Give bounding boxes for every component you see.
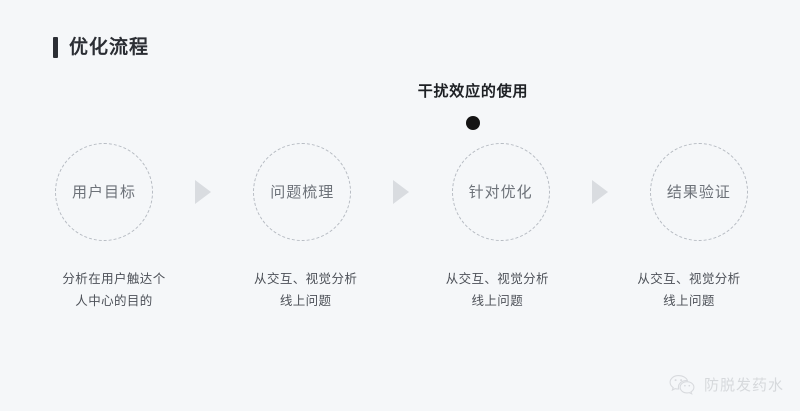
step-captions: 分析在用户触达个 人中心的目的 从交互、视觉分析 线上问题 从交互、视觉分析 线…: [34, 268, 769, 312]
step-caption-4-line1: 从交互、视觉分析: [637, 271, 741, 286]
header-accent-bar: [53, 37, 58, 58]
wechat-icon: [669, 374, 695, 396]
flow-step-4[interactable]: 结果验证: [649, 143, 749, 241]
step-label-4: 结果验证: [666, 182, 731, 201]
process-flow: 用户目标 问题梳理 针对优化 结果验证: [54, 143, 749, 241]
step-caption-3: 从交互、视觉分析 线上问题: [417, 268, 577, 312]
page-header: 优化流程: [53, 37, 149, 58]
flow-step-1[interactable]: 用户目标: [54, 143, 154, 241]
flow-arrow-icon-1: [192, 177, 214, 207]
step-circle-4[interactable]: 结果验证: [649, 143, 748, 241]
step-circle-1[interactable]: 用户目标: [55, 143, 153, 241]
step-caption-3-line2: 线上问题: [471, 292, 524, 308]
flow-arrow-icon-3: [589, 177, 611, 207]
step-caption-2-line2: 线上问题: [279, 292, 332, 308]
wechat-watermark: 防脱发药水: [669, 374, 784, 396]
callout-dot-marker: [466, 116, 480, 130]
step-circle-2[interactable]: 问题梳理: [253, 143, 352, 241]
step-caption-2: 从交互、视觉分析 线上问题: [226, 268, 386, 312]
step-circle-3[interactable]: 针对优化: [451, 143, 550, 241]
flow-step-2[interactable]: 问题梳理: [252, 143, 352, 241]
step-caption-4: 从交互、视觉分析 线上问题: [609, 268, 769, 312]
flow-arrow-icon-2: [390, 177, 412, 207]
step-label-3: 针对优化: [468, 182, 533, 201]
step-label-1: 用户目标: [71, 182, 136, 201]
step-label-2: 问题梳理: [270, 182, 335, 201]
step-caption-1: 分析在用户触达个 人中心的目的: [34, 268, 194, 312]
step-caption-2-line1: 从交互、视觉分析: [254, 271, 358, 286]
callout-label: 干扰效应的使用: [417, 82, 529, 100]
step-caption-1-line1: 分析在用户触达个: [62, 271, 166, 286]
flow-step-3[interactable]: 针对优化: [451, 143, 551, 241]
step-caption-1-line2: 人中心的目的: [75, 292, 153, 308]
step-caption-3-line1: 从交互、视觉分析: [445, 271, 549, 286]
watermark-text: 防脱发药水: [703, 375, 784, 394]
page-title: 优化流程: [69, 36, 150, 58]
step-caption-4-line2: 线上问题: [663, 292, 715, 308]
callout-annotation: 干扰效应的使用: [373, 82, 573, 130]
